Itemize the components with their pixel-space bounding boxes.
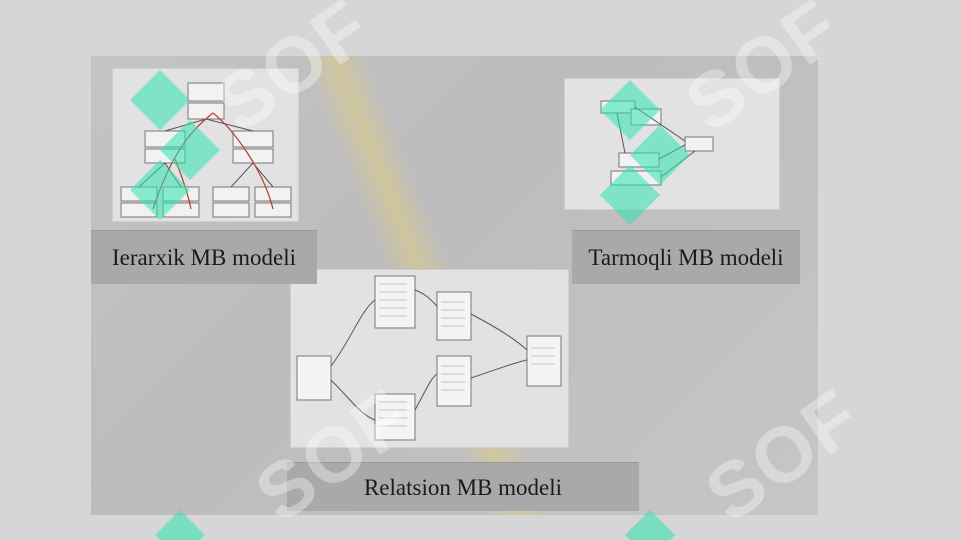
relational-model-label: Relatsion MB modeli xyxy=(287,462,639,511)
network-model-label-text: Tarmoqli MB modeli xyxy=(588,245,784,270)
slide-panel: Ierarxik MB modeli Tarmoqli MB modeli Re… xyxy=(91,56,818,515)
network-model-diagram xyxy=(564,78,780,210)
hierarchical-model-label-text: Ierarxik MB modeli xyxy=(112,245,296,270)
relational-model-label-text: Relatsion MB modeli xyxy=(363,474,563,500)
relational-model-diagram xyxy=(290,269,569,448)
hierarchical-model-diagram xyxy=(112,68,299,222)
network-model-label: Tarmoqli MB modeli xyxy=(572,230,800,284)
hierarchical-model-label: Ierarxik MB modeli xyxy=(91,230,317,284)
